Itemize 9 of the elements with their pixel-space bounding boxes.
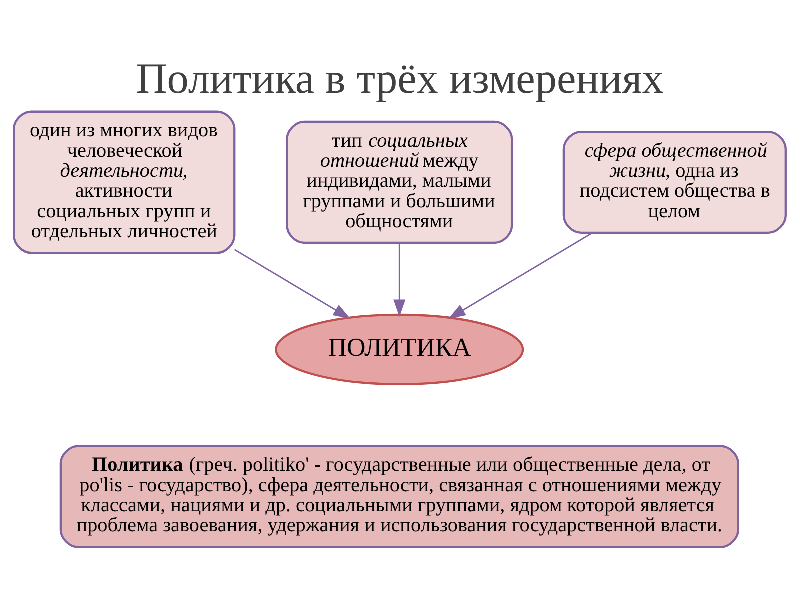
arrow [394, 243, 406, 318]
node-box: тип социальных отношений между индивидами, малыми группами и большими общностями [286, 120, 514, 244]
arrow [448, 232, 594, 320]
node-box: Политика (греч. politiko' - государственные или общественные дела, от po'lis - государство), сфера деятельности, связанная с отношениями между классами, нациями и др. социальными группами, ядром которой является проблема завоевания, удержания и использования государственной власти. [60, 445, 740, 548]
arrow [234, 249, 351, 320]
node-box: сфера общественной жизни, одна из подсистем общества в целом [562, 130, 787, 234]
node-box: один из многих видов человеческой деятельности, активности социальных групп и отдельных личностей [13, 110, 236, 254]
node-ellipse: ПОЛИТИКА [275, 314, 524, 386]
diagram-title: Политика в трёх измерениях [136, 55, 664, 104]
